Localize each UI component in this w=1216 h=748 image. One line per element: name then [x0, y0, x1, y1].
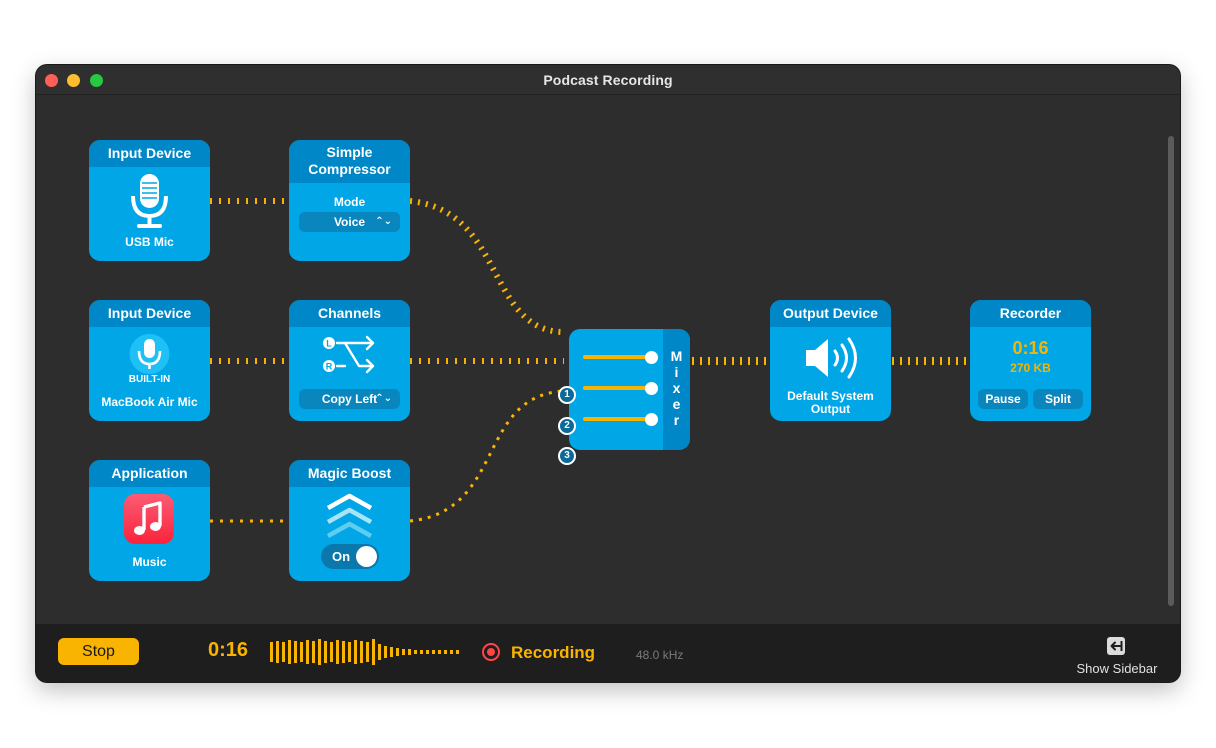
node-caption-line: Output	[810, 402, 851, 416]
mixer-input-3-port[interactable]: 3	[558, 447, 576, 465]
output-device-node[interactable]: Output Device Default System Output	[770, 300, 891, 421]
wire-boost-to-mixer	[409, 389, 565, 523]
mixer-slider-3-track[interactable]	[583, 417, 651, 421]
speaker-icon	[806, 337, 857, 379]
show-sidebar-label: Show Sidebar	[1076, 661, 1158, 676]
mixer-slider-2-knob[interactable]	[645, 382, 658, 395]
mixer-input-1-port[interactable]: 1	[558, 386, 576, 404]
record-indicator-icon	[482, 643, 500, 661]
node-title: Recorder	[970, 300, 1091, 327]
mixer-slider-1-track[interactable]	[583, 355, 651, 359]
input-device-usb-node[interactable]: Input Device USB Mic	[89, 140, 210, 261]
mode-select-value: Voice	[333, 215, 366, 229]
node-caption: Music	[132, 555, 167, 569]
show-sidebar-button[interactable]: Show Sidebar	[1076, 634, 1158, 678]
level-meter-icon	[270, 639, 459, 665]
boost-toggle-label: On	[332, 549, 351, 564]
sample-rate: 48.0 kHz	[636, 648, 684, 662]
node-caption: USB Mic	[125, 235, 174, 249]
node-title: Application	[89, 460, 210, 487]
minimize-window-button[interactable]	[67, 74, 80, 87]
right-channel-label: R	[326, 362, 333, 372]
pause-button[interactable]: Pause	[978, 389, 1028, 409]
mixer-label: M i x e r	[670, 348, 683, 428]
toggle-knob	[356, 546, 377, 567]
recording-status: Recording	[511, 643, 596, 662]
magic-boost-node[interactable]: Magic Boost On	[289, 460, 410, 581]
vertical-scrollbar[interactable]	[1168, 136, 1174, 606]
node-title: Input Device	[89, 140, 210, 167]
music-app-icon	[124, 494, 174, 544]
maximize-window-button[interactable]	[90, 74, 103, 87]
mode-select[interactable]: Voice ⌃⌄	[299, 212, 400, 232]
simple-compressor-node[interactable]: Simple Compressor Mode Voice ⌃⌄	[289, 140, 410, 261]
node-title: Channels	[289, 300, 410, 327]
built-in-badge: BUILT-IN	[128, 374, 171, 385]
node-caption: Default System Output	[770, 390, 891, 416]
updown-chevron-icon: ⌃⌄	[375, 216, 392, 227]
node-title: Input Device	[89, 300, 210, 327]
updown-chevron-icon: ⌃⌄	[375, 393, 392, 404]
node-title: Simple Compressor	[289, 140, 410, 183]
microphone-icon	[131, 174, 168, 228]
close-window-button[interactable]	[45, 74, 58, 87]
application-music-node[interactable]: Application Music	[89, 460, 210, 581]
mixer-slider-3-knob[interactable]	[645, 413, 658, 426]
input-device-builtin-node[interactable]: Input Device BUILT-IN MacBook Air Mic	[89, 300, 210, 421]
recorder-node[interactable]: Recorder 0:16 270 KB Pause Split	[970, 300, 1091, 421]
mixer-slider-2-track[interactable]	[583, 386, 651, 390]
mixer-input-2-port[interactable]: 2	[558, 417, 576, 435]
stop-button[interactable]: Stop	[58, 638, 139, 665]
wire-compressor-to-mixer	[409, 198, 565, 335]
title-bar: Podcast Recording	[36, 65, 1180, 95]
node-caption-line: Default System	[787, 389, 874, 403]
audio-graph-canvas: Input Device USB Mic Simple Compre	[36, 96, 1180, 624]
bottom-toolbar: Stop 0:16 Recording 48.0 kHz	[36, 624, 1180, 682]
channels-node[interactable]: Channels L R Copy Left	[289, 300, 410, 421]
recorder-time: 0:16	[1012, 338, 1049, 358]
node-title-line: Compressor	[308, 161, 391, 177]
boost-chevrons-icon	[326, 493, 373, 538]
mode-label: Mode	[333, 195, 366, 209]
node-title-line: Simple	[326, 144, 373, 160]
boost-toggle[interactable]: On	[321, 544, 379, 569]
recorder-size: 270 KB	[1010, 361, 1051, 375]
node-caption: MacBook Air Mic	[101, 395, 198, 409]
wires-layer	[210, 198, 968, 523]
channel-mode-select[interactable]: Copy Left ⌃⌄	[299, 389, 400, 409]
node-title: Output Device	[770, 300, 891, 327]
split-button[interactable]: Split	[1033, 389, 1083, 409]
node-title: Magic Boost	[289, 460, 410, 487]
left-channel-label: L	[326, 339, 332, 349]
elapsed-time: 0:16	[208, 639, 249, 661]
channel-mode-value: Copy Left	[321, 392, 378, 406]
channel-swap-icon: L R	[323, 335, 375, 374]
built-in-mic-icon	[129, 334, 170, 374]
mixer-node[interactable]: M i x e r	[569, 329, 690, 450]
window-title: Podcast Recording	[543, 72, 673, 88]
app-window: Podcast Recording Input Device	[36, 65, 1180, 682]
sidebar-arrow-icon	[1107, 637, 1125, 655]
mixer-side-strip	[663, 329, 690, 450]
mixer-slider-1-knob[interactable]	[645, 351, 658, 364]
